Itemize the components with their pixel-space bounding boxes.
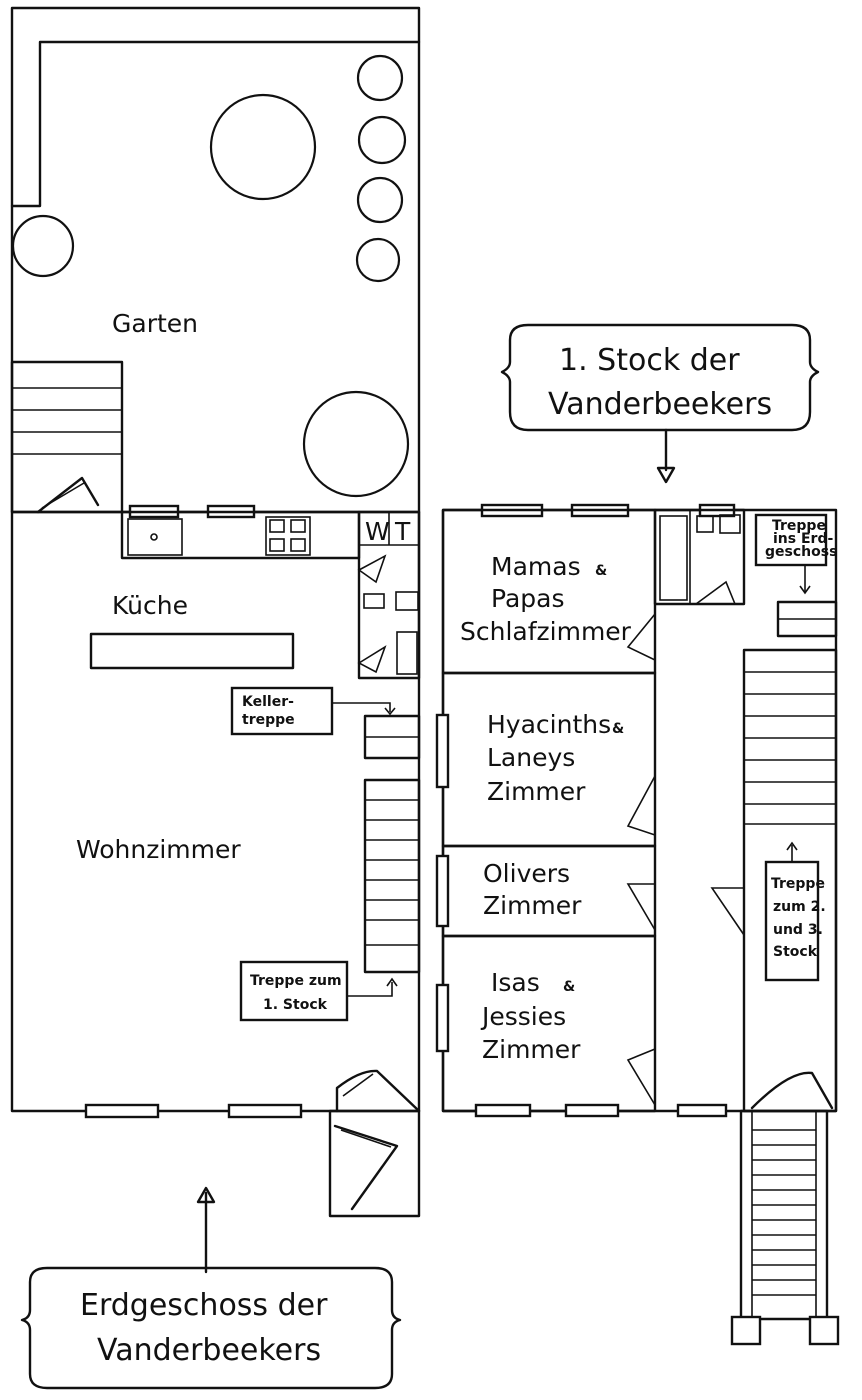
entrance-door [750, 1071, 834, 1110]
window [84, 1103, 160, 1119]
first-floor-bathroom [653, 508, 746, 606]
shower [396, 631, 418, 675]
stairs-down-label-1: Treppe [772, 518, 826, 534]
parents-bedroom-amp: & [595, 563, 607, 579]
stairs-down-label-2: ins Erd- [773, 531, 833, 547]
wash-basin [395, 591, 419, 611]
stairs-up-sign: Treppe zum 1. Stock [239, 960, 398, 1022]
wc-door [357, 554, 387, 584]
basement-stairs-label-1: Keller- [242, 694, 294, 710]
window [435, 983, 450, 1053]
toilet [363, 593, 385, 609]
kitchen-island [89, 632, 295, 670]
wc-label-w: W [365, 517, 390, 546]
window [227, 1103, 303, 1119]
tree [11, 214, 75, 278]
stairs-upper-sign: Treppe zum 2. und 3. Stock [764, 841, 826, 982]
oliver-room-label-2: Zimmer [483, 891, 582, 920]
tree [209, 93, 317, 201]
window [435, 713, 450, 789]
isa-room-label-3: Zimmer [482, 1035, 581, 1064]
stairs-upper-label-2: zum 2. [773, 899, 826, 915]
toilet [696, 515, 714, 533]
garden-door [36, 476, 100, 514]
stairs-upper-label-1: Treppe [771, 876, 825, 892]
window [435, 854, 450, 928]
arrow-up-icon [786, 841, 798, 851]
door [626, 613, 656, 661]
wash-basin [719, 514, 741, 534]
kitchen-counter [89, 510, 361, 670]
front-door [328, 1069, 421, 1218]
tree [357, 115, 407, 165]
wc-label-t: T [394, 517, 411, 546]
tree [356, 54, 404, 102]
garden-label: Garten [112, 309, 198, 338]
arrow-icon [386, 977, 398, 987]
kitchen-label: Küche [112, 591, 188, 620]
oliver-room-label-1: Olivers [483, 859, 570, 888]
isa-room-label-1: Isas [491, 968, 540, 997]
arrow-icon [384, 707, 396, 716]
parents-bedroom-label-2: Papas [491, 584, 565, 613]
basement-stairs-label-2: treppe [242, 712, 295, 728]
stairs-down-label-3: geschoss [765, 544, 837, 560]
stairs-down-sign: Treppe ins Erd- geschoss [754, 513, 837, 595]
first-floor-caption-2: Vanderbeekers [548, 387, 772, 422]
ground-floor-caption-2: Vanderbeekers [97, 1333, 321, 1368]
isa-room-label-2: Jessies [480, 1002, 566, 1031]
stairs-upper-label-3: und 3. [773, 922, 823, 938]
garden-steps [10, 360, 124, 514]
bathtub [659, 515, 688, 601]
sink [127, 518, 183, 556]
isa-room-amp: & [563, 979, 575, 995]
stairs-to-ground-floor [776, 600, 838, 638]
ground-floor-caption-1: Erdgeschoss der [80, 1288, 328, 1323]
tree [302, 390, 410, 498]
door [626, 1048, 656, 1106]
ground-floor-plan: W T Garten Küche Wohnzimmer Keller- trep… [10, 6, 421, 1390]
window [676, 1103, 728, 1118]
tree [356, 176, 404, 224]
stairs-up-label-1: Treppe zum [250, 973, 342, 989]
parents-bedroom-label-3: Schlafzimmer [460, 617, 632, 646]
window [474, 1103, 532, 1118]
arrow-down-icon [656, 466, 676, 484]
first-floor-caption: 1. Stock der Vanderbeekers [500, 323, 820, 432]
stairs-up-label-2: 1. Stock [263, 997, 328, 1013]
living-room-label: Wohnzimmer [76, 835, 241, 864]
hyacinth-room-label-3: Zimmer [487, 777, 586, 806]
stairs-to-first-floor [363, 778, 421, 974]
hyacinth-room-amp: & [612, 721, 624, 737]
stairwell-door [710, 887, 745, 936]
bathroom-door [357, 645, 387, 674]
basement-stairs [363, 714, 421, 760]
basement-stairs-sign: Keller- treppe [230, 686, 396, 736]
door [626, 883, 656, 931]
front-stoop [730, 1109, 840, 1346]
arrow-up-icon [196, 1186, 216, 1204]
parents-bedroom-label-1: Mamas [491, 552, 581, 581]
stairs-upper-label-4: Stock [773, 944, 818, 960]
ground-floor-caption: Erdgeschoss der Vanderbeekers [20, 1266, 402, 1390]
wc: W T [357, 510, 421, 680]
hyacinth-room-label-1: Hyacinths [487, 710, 611, 739]
bathroom-door [695, 580, 736, 605]
first-floor-plan: Mamas & Papas Schlafzimmer Hyacinths & L… [435, 323, 840, 1346]
arrow-down-icon [799, 585, 811, 595]
tree [355, 237, 401, 283]
door [626, 775, 656, 836]
stove [265, 516, 311, 556]
window [564, 1103, 620, 1118]
first-floor-caption-1: 1. Stock der [559, 343, 740, 378]
hyacinth-room-label-2: Laneys [487, 743, 575, 772]
